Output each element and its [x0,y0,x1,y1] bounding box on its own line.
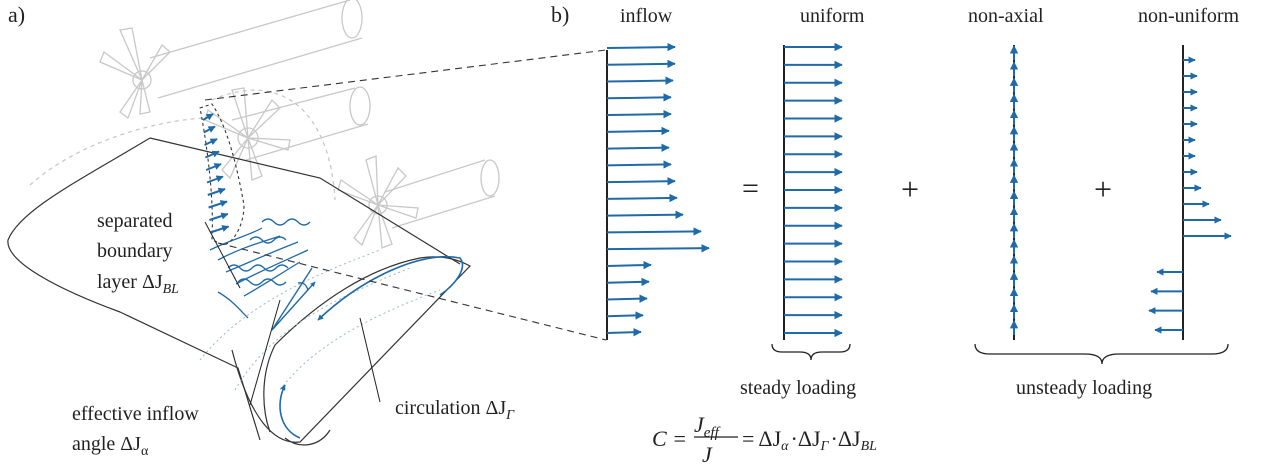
separated-boundary-layer [209,218,311,319]
formula-rhs: =ΔJα·ΔJΓ·ΔJBL [742,426,877,454]
formula-denominator: J [702,442,713,467]
label-circulation: circulation ΔJΓ [395,397,515,423]
wing-illustration [7,0,500,446]
plus-sign-2: + [1094,171,1112,207]
inflow-arrow [606,193,678,203]
inflow-arrow [606,177,676,186]
label-effective-inflow: effective inflow [72,403,199,425]
formula-lhs: C = [652,426,687,451]
label-angle: angle ΔJα [72,433,149,459]
inflow-arrow [606,59,676,69]
inflow-arrow [606,210,684,219]
inflow-arrow [606,42,676,52]
plus-sign-1: + [901,171,919,207]
inflow-arrow [606,277,650,287]
inflow-arrow [606,160,672,169]
formula: C = Jeff J =ΔJα·ΔJΓ·ΔJBL [652,412,877,467]
brace-steady [771,343,851,361]
header-inflow: inflow [620,5,673,27]
propeller-nacelles [29,0,500,249]
equals-sign: = [742,172,759,205]
uniform-arrows [784,42,843,338]
local-inflow-arrows [202,113,230,234]
header-non-uniform: non-uniform [1138,5,1240,27]
local-inflow-arrow [204,138,218,146]
label-steady-loading: steady loading [740,377,856,399]
local-inflow-region [199,103,245,246]
brace-unsteady [974,343,1229,365]
local-inflow-arrow [203,125,216,134]
inflow-arrow [606,294,648,303]
inflow-arrow [606,126,670,136]
local-inflow-arrow [206,175,224,184]
local-inflow-arrow [208,200,228,209]
zoom-lines [204,49,607,341]
inflow-arrow [606,109,672,119]
inflow-angle-triangle [271,267,315,331]
inflow-arrow [606,311,644,320]
label-separated: separated [97,210,173,232]
local-inflow-arrow [202,113,214,121]
inflow-arrow [606,93,672,102]
inflow-arrow [606,260,652,270]
inflow-arrow [606,227,702,236]
inflow-arrow [606,328,642,337]
label-boundary: boundary [97,240,173,262]
label-unsteady-loading: unsteady loading [1016,377,1152,399]
header-non-axial: non-axial [968,5,1044,27]
inflow-arrow [606,76,674,85]
local-inflow-arrow [209,225,230,234]
local-inflow-arrow [209,212,229,221]
non-uniform-arrows [1148,56,1232,334]
inflow-arrow [606,244,710,253]
local-inflow-arrow [205,163,222,171]
panel-a-label: a) [8,2,25,27]
circulation-loop [279,256,464,439]
inflow-arrow [606,143,670,152]
header-uniform: uniform [800,5,865,27]
local-inflow-arrow [207,187,226,196]
panel-b-label: b) [551,2,569,27]
local-inflow-arrow [204,150,220,159]
label-layer: layer ΔJBL [97,271,179,297]
inflow-arrows [606,42,710,337]
wing-outline [7,137,471,446]
